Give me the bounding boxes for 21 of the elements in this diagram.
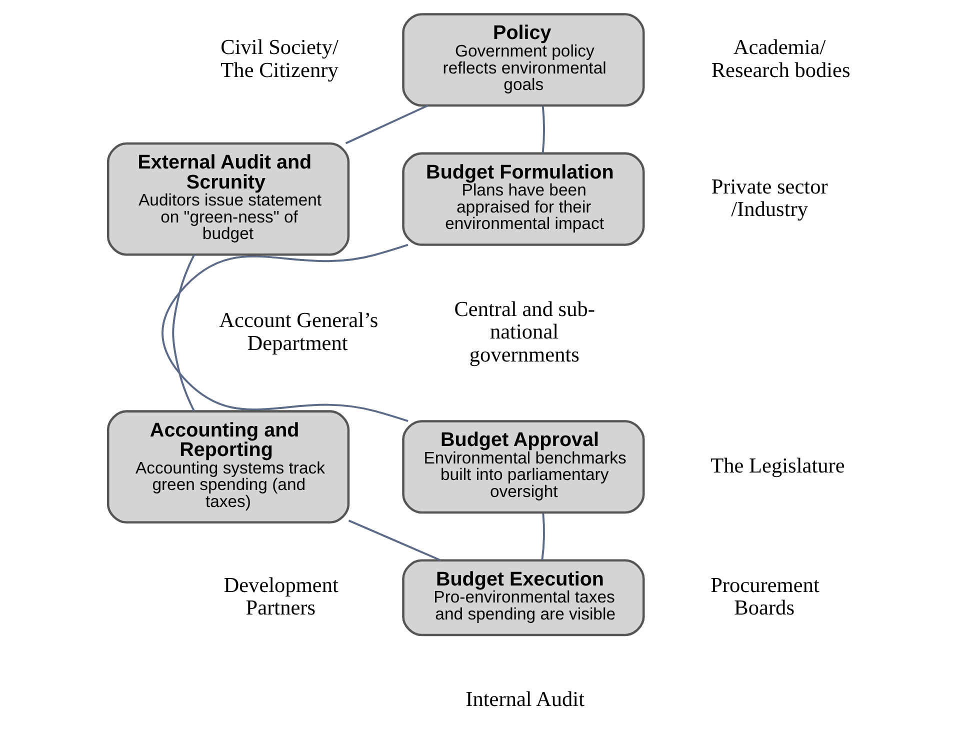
label: Private sector/Industry [711,174,828,222]
label: Civil Society/ The Citizenry [220,35,338,82]
label: Procurement Boards [710,572,820,620]
connector [541,512,545,560]
connector [345,104,428,144]
connector [172,254,195,412]
label: Internal Audit [466,687,585,712]
label: Account General’s Department [219,308,378,356]
connector [162,244,408,422]
node-box: Accounting and Reporting Accounting systems track green spending (and taxes) [106,410,350,524]
label: The Legislature [710,453,845,478]
connector [348,520,442,562]
label: Development Partners [224,572,338,620]
connector [542,106,545,154]
node-box: Policy Government policy reflects environmental goals [402,13,645,107]
node-box: Budget Approval Environmental benchmarks built into parliamentary oversight [402,420,645,514]
label: Academia/ Research bodies [711,35,850,82]
label: Central and sub-national governments [454,296,595,366]
node-box: Budget Formulation Plans have been appraised for their environmental impact [402,152,645,246]
node-box: Budget Execution Pro-environmental taxes and spending are visible [402,559,645,636]
node-box: External Audit and Scrunity Auditors issue statement on "green-ness" of budget [106,142,350,256]
